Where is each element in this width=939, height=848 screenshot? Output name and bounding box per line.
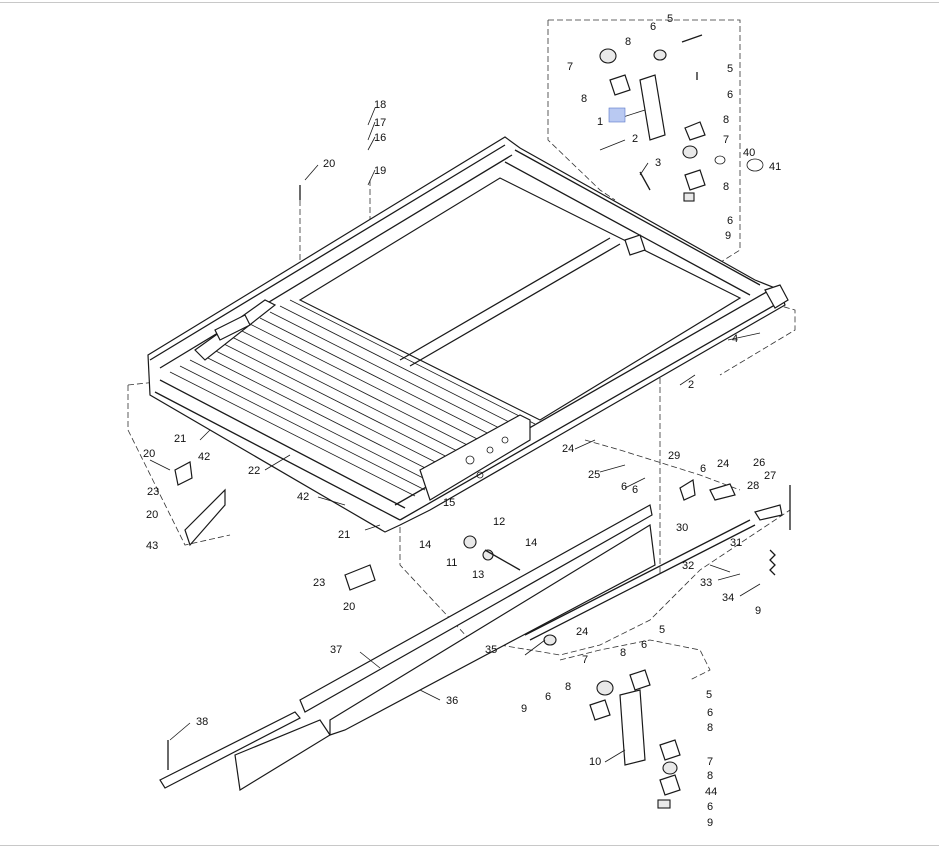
callout-44: 44 <box>705 786 717 798</box>
callout-6: 6 <box>621 481 627 493</box>
callout-24: 24 <box>576 626 588 638</box>
top-border <box>0 2 939 3</box>
callout-6: 6 <box>727 215 733 227</box>
callout-23: 23 <box>313 577 325 589</box>
callout-37: 37 <box>330 644 342 656</box>
callout-7: 7 <box>567 61 573 73</box>
callout-27: 27 <box>764 470 776 482</box>
callout-17: 17 <box>374 117 386 129</box>
left-small-parts <box>174 185 521 591</box>
upper-pivot-arm-assembly <box>599 34 764 202</box>
callout-16: 16 <box>374 132 386 144</box>
callout-9: 9 <box>755 605 761 617</box>
callout-42: 42 <box>198 451 210 463</box>
callout-6: 6 <box>700 463 706 475</box>
callout-7: 7 <box>723 134 729 146</box>
callout-8: 8 <box>707 770 713 782</box>
callout-33: 33 <box>700 577 712 589</box>
callout-38: 38 <box>196 716 208 728</box>
callout-40: 40 <box>743 147 755 159</box>
callout-20: 20 <box>343 601 355 613</box>
callout-8: 8 <box>707 722 713 734</box>
callout-6: 6 <box>545 691 551 703</box>
callout-41: 41 <box>769 161 781 173</box>
lower-pivot-arm-assembly <box>543 634 681 809</box>
callout-8: 8 <box>625 36 631 48</box>
callout-20: 20 <box>323 158 335 170</box>
callout-11: 11 <box>446 557 457 569</box>
callout-3: 3 <box>655 157 661 169</box>
callout-6: 6 <box>707 801 713 813</box>
main-frame <box>147 136 789 533</box>
callout-42: 42 <box>297 491 309 503</box>
callout-32: 32 <box>682 560 694 572</box>
callout-14: 14 <box>525 537 537 549</box>
callout-6: 6 <box>641 639 647 651</box>
callout-29: 29 <box>668 450 680 462</box>
callout-6: 6 <box>707 707 713 719</box>
callout-20: 20 <box>146 509 158 521</box>
callout-23: 23 <box>147 486 159 498</box>
callout-10: 10 <box>589 756 601 768</box>
callout-2: 2 <box>688 379 694 391</box>
callout-24: 24 <box>717 458 729 470</box>
callout-15: 15 <box>443 497 455 509</box>
callout-8: 8 <box>620 647 626 659</box>
callout-1: 1 <box>597 116 603 128</box>
callout-8: 8 <box>565 681 571 693</box>
callout-24: 24 <box>562 443 574 455</box>
callout-9: 9 <box>725 230 731 242</box>
callout-19: 19 <box>374 165 386 177</box>
callout-43: 43 <box>146 540 158 552</box>
callout-9: 9 <box>707 817 713 829</box>
callout-31: 31 <box>730 537 742 549</box>
callout-21: 21 <box>338 529 350 541</box>
callout-28: 28 <box>747 480 759 492</box>
callout-22: 22 <box>248 465 260 477</box>
bottom-border <box>0 845 939 846</box>
callout-34: 34 <box>722 592 734 604</box>
callout-18: 18 <box>374 99 386 111</box>
callout-5: 5 <box>659 624 665 636</box>
callout-12: 12 <box>493 516 505 528</box>
callout-13: 13 <box>472 569 484 581</box>
callout-8: 8 <box>723 114 729 126</box>
callout-25: 25 <box>588 469 600 481</box>
callout-6: 6 <box>650 21 656 33</box>
callout-30: 30 <box>676 522 688 534</box>
callout-7: 7 <box>582 654 588 666</box>
callout-26: 26 <box>753 457 765 469</box>
callout-5: 5 <box>706 689 712 701</box>
callout-labels: 1223455556666666666777788888888999910111… <box>143 13 781 829</box>
callout-20: 20 <box>143 448 155 460</box>
callout-4: 4 <box>732 333 738 345</box>
callout-5: 5 <box>727 63 733 75</box>
callout-6: 6 <box>727 89 733 101</box>
long-strip-parts <box>159 504 656 791</box>
callout-35: 35 <box>485 644 497 656</box>
callout-21: 21 <box>174 433 186 445</box>
linkage-assembly <box>524 479 791 641</box>
callout-14: 14 <box>419 539 431 551</box>
callout-8: 8 <box>581 93 587 105</box>
callout-6: 6 <box>632 484 638 496</box>
callout-9: 9 <box>521 703 527 715</box>
callout-39-highlight <box>608 107 626 123</box>
callout-7: 7 <box>707 756 713 768</box>
callout-5: 5 <box>667 13 673 25</box>
callout-8: 8 <box>723 181 729 193</box>
callout-36: 36 <box>446 695 458 707</box>
callout-2: 2 <box>632 133 638 145</box>
